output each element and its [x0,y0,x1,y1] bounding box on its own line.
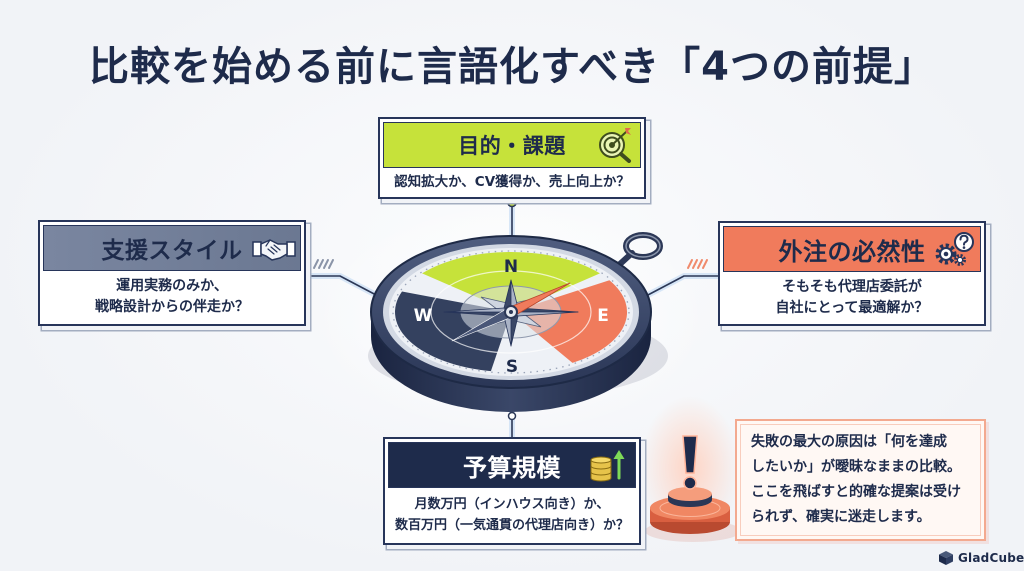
connectors [303,196,721,440]
compass-loop [617,232,663,267]
exclamation-mark [682,435,698,490]
target-magnifier-icon [592,126,636,164]
compass-sector-east [511,280,628,363]
card-header: 予算規模 [388,442,636,488]
warning-pedestal [650,487,730,534]
card-heading: 予算規模 [463,453,561,482]
compass-label-west: W [414,306,433,326]
connector-bottom-marker [507,411,517,421]
page-title: 比較を始める前に言語化すべき「4つの前提」 [88,44,936,90]
hatch-marks-right [687,259,708,269]
card-body-line: 運用実務のみか、 [116,278,228,294]
card-body: 運用実務のみか、 戦略設計からの伴走か？ [43,271,301,318]
card-body-line: 認知拡大か、CV獲得か、売上向上か？ [394,174,630,190]
warning-callout: 失敗の最大の原因は「何を達成 したいか」が曖昧なままの比較。 ここを飛ばすと的確… [735,419,986,541]
card-body: 認知拡大か、CV獲得か、売上向上か？ [383,168,641,193]
connector-right [645,275,719,297]
card-body: 月数万円（インハウス向き）か、 数百万円（一気通貫の代理店向き）か？ [388,488,636,536]
warning-text-line: したいか」が曖昧なままの比較。 [751,459,961,475]
card-header: 外注の必然性 [723,226,981,272]
card-outsourcing-necessity: 外注の必然性 そもそも代理店委託が 自社にとって最適解か？ [718,221,986,326]
compass-label-north: N [504,257,518,277]
warning-text-line: られず、確実に迷走します。 [751,509,931,525]
brand-logo: GladCube [938,549,1024,567]
compass-icon: N W E S [368,232,668,412]
compass-pin [504,305,518,319]
gears-question-icon [932,230,976,268]
compass-label-east: E [597,306,609,326]
warning-text-line: 失敗の最大の原因は「何を達成 [751,434,947,450]
card-heading: 目的・課題 [458,134,566,158]
warning-text-line: ここを飛ばすと的確な提案は受け [751,484,961,500]
card-support-style: 支援スタイル 運用実務のみか、 戦略設計からの伴走か？ [38,220,306,326]
logo-text: GladCube [958,551,1024,565]
handshake-icon [252,229,296,267]
card-body-line: 数百万円（一気通貫の代理店向き）か？ [394,518,629,533]
coins-growth-icon [587,446,631,484]
card-budget-scale: 予算規模 月数万円（インハウス向き）か、 数百万円（一気通貫の代理店向き）か？ [383,437,641,545]
card-body-line: 戦略設計からの伴走か？ [95,299,249,315]
hatch-marks-left [313,259,334,269]
card-body-line: そもそも代理店委託が [782,279,922,295]
card-heading: 外注の必然性 [778,237,926,266]
compass-label-south: S [506,357,518,377]
card-header: 支援スタイル [43,225,301,271]
card-header: 目的・課題 [383,122,641,168]
cube-icon [939,551,953,565]
card-body: そもそも代理店委託が 自社にとって最適解か？ [723,272,981,319]
card-body-line: 自社にとって最適解か？ [775,300,929,316]
card-heading: 支援スタイル [101,238,243,264]
exclamation-icon [640,396,741,542]
card-purpose-issue: 目的・課題 認知拡大か、CV獲得か、売上向上か？ [378,117,646,199]
card-body-line: 月数万円（インハウス向き）か、 [414,497,610,512]
connector-left [305,275,379,297]
